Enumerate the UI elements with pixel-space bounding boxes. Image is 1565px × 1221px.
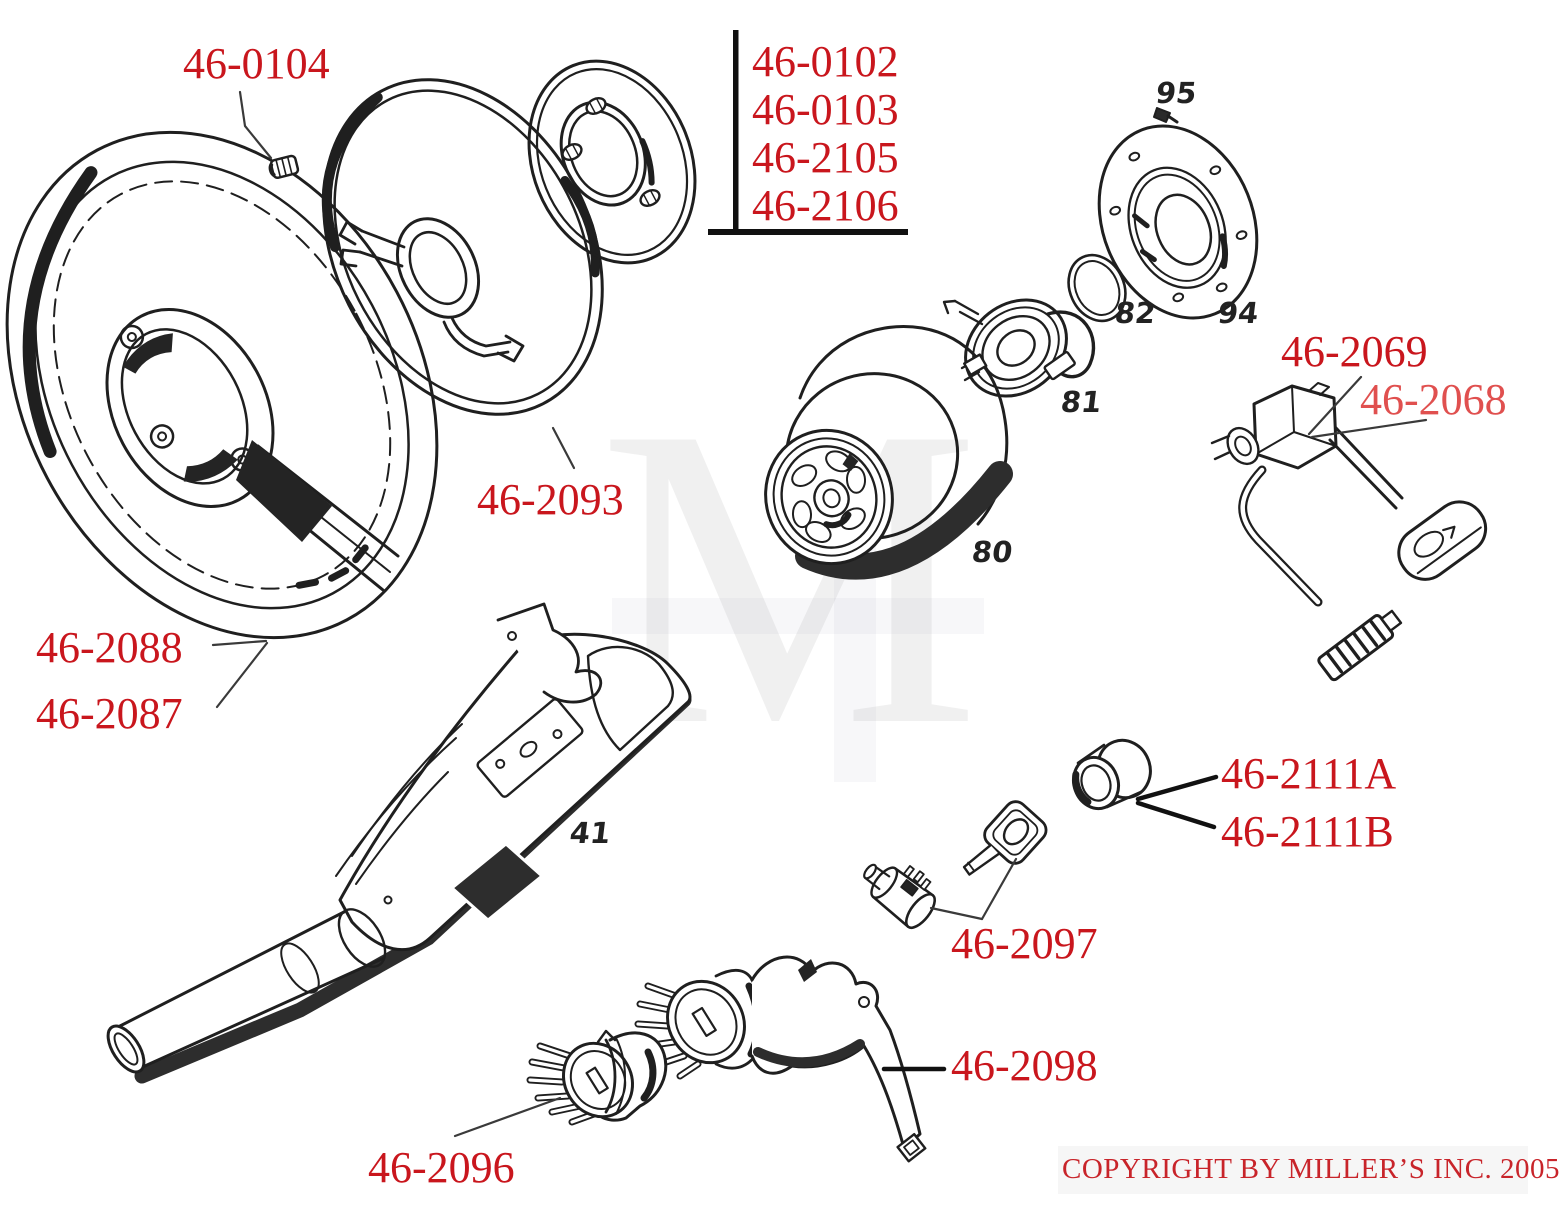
contact-plate-screw bbox=[585, 97, 607, 115]
copyright-notice: COPYRIGHT BY MILLER’S INC. 2005 bbox=[1062, 1153, 1561, 1185]
connector-plug bbox=[526, 1029, 668, 1126]
lock-cylinder bbox=[863, 863, 936, 930]
column-bushing bbox=[1071, 738, 1152, 811]
part-label-46-0103[interactable]: 46-0103 bbox=[752, 85, 899, 134]
part-label-46-2096[interactable]: 46-2096 bbox=[368, 1143, 515, 1192]
leader-46-2096 bbox=[453, 1096, 562, 1138]
part-label-46-2068[interactable]: 46-2068 bbox=[1360, 375, 1507, 424]
watermark-cross-horizontal bbox=[612, 598, 984, 634]
leader-46-0104 bbox=[238, 90, 273, 160]
steering-column-jacket bbox=[106, 602, 692, 1084]
horn-motor bbox=[764, 325, 1013, 580]
leader-46-2093 bbox=[551, 426, 576, 470]
part-label-46-2106[interactable]: 46-2106 bbox=[752, 181, 899, 230]
horn-contact-ring bbox=[942, 298, 1096, 398]
part-label-46-2097[interactable]: 46-2097 bbox=[951, 919, 1098, 968]
part-label-46-2111B[interactable]: 46-2111B bbox=[1221, 807, 1394, 856]
set-screw bbox=[268, 154, 300, 180]
callout-number-82: 82 bbox=[1112, 296, 1158, 330]
part-label-46-0104[interactable]: 46-0104 bbox=[183, 39, 330, 88]
part-label-46-2098[interactable]: 46-2098 bbox=[951, 1041, 1098, 1090]
callout-number-41: 41 bbox=[567, 816, 613, 850]
part-label-46-2105[interactable]: 46-2105 bbox=[752, 133, 899, 182]
leader-46-2088 bbox=[211, 639, 268, 647]
leader-46-2087 bbox=[215, 641, 269, 709]
part-label-46-2093[interactable]: 46-2093 bbox=[477, 475, 624, 524]
leader-46-2111A bbox=[1135, 774, 1219, 802]
contact-plate-screw bbox=[639, 189, 661, 207]
part-label-46-2088[interactable]: 46-2088 bbox=[36, 623, 183, 672]
leader-46-2069 bbox=[1307, 375, 1363, 436]
horn-contact-plate bbox=[527, 59, 697, 265]
screw-95 bbox=[1153, 107, 1179, 124]
leader-lines bbox=[211, 90, 1428, 1138]
part-label-46-0102[interactable]: 46-0102 bbox=[752, 37, 899, 86]
callout-number-95: 95 bbox=[1153, 76, 1199, 110]
callout-number-94: 94 bbox=[1215, 296, 1261, 330]
label-bracket bbox=[708, 30, 908, 235]
leader-46-2068 bbox=[1310, 418, 1428, 439]
leader-46-2111B bbox=[1135, 800, 1217, 830]
part-label-46-2111A[interactable]: 46-2111A bbox=[1221, 749, 1397, 798]
leader-46-2097-cylinder bbox=[929, 906, 984, 921]
ignition-key bbox=[962, 800, 1048, 876]
ignition-switch bbox=[634, 955, 927, 1163]
turn-signal-switch bbox=[1210, 382, 1488, 682]
plug-pins bbox=[526, 1042, 598, 1126]
part-label-46-2087[interactable]: 46-2087 bbox=[36, 689, 183, 738]
part-label-46-2069[interactable]: 46-2069 bbox=[1281, 327, 1428, 376]
contact-plate-screw bbox=[561, 143, 583, 161]
callout-number-80: 80 bbox=[969, 535, 1015, 569]
bearing-flange bbox=[1097, 124, 1259, 320]
steering-wheel bbox=[5, 130, 439, 640]
leader-46-2097-key bbox=[980, 857, 1018, 921]
o-ring bbox=[1067, 253, 1127, 323]
callout-number-81: 81 bbox=[1058, 385, 1104, 419]
